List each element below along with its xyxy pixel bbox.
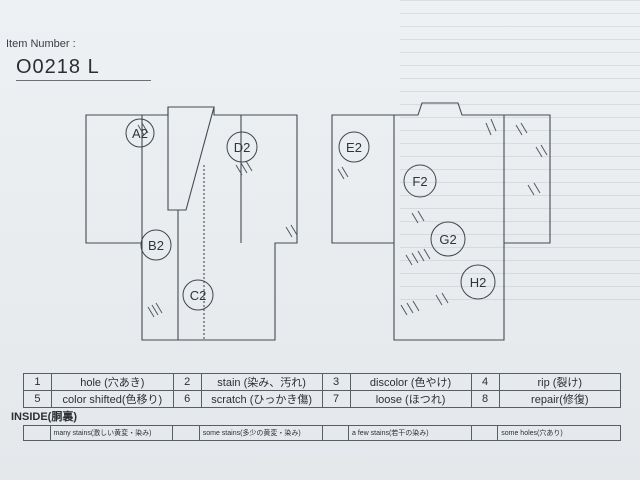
background-bleedthrough <box>400 0 640 300</box>
legend-num: 2 <box>172 373 202 391</box>
legend-num: 8 <box>470 390 500 408</box>
marker-circle-f2 <box>403 164 437 198</box>
legend-text: scratch (ひっかき傷) <box>200 390 323 408</box>
marker-h2: H2 <box>470 275 487 290</box>
item-number-value: O0218 L <box>16 56 151 81</box>
marker-b2: B2 <box>148 238 164 253</box>
legend-num: 7 <box>321 390 351 408</box>
legend-row-2: 5 color shifted(色移り) 6 scratch (ひっかき傷) 7… <box>23 390 622 408</box>
marker-a2: A2 <box>132 126 148 141</box>
marker-circle-e2 <box>338 131 370 163</box>
inside-check <box>470 425 499 441</box>
kimono-diagram: A2 B2 C2 D2 E2 F2 G2 H2 <box>76 95 566 350</box>
legend-text: repair(修復) <box>498 390 622 408</box>
defect-legend-table: 1 hole (穴あき) 2 stain (染み、汚れ) 3 discolor … <box>23 373 622 408</box>
legend-num: 6 <box>172 390 202 408</box>
marker-circle-c2 <box>182 279 214 311</box>
marker-circle-h2 <box>460 264 496 300</box>
marker-circle-b2 <box>140 229 172 261</box>
inside-table: many stains(激しい黄変・染み) some stains(多少の黄変・… <box>23 425 621 441</box>
legend-text: stain (染み、汚れ) <box>200 373 323 391</box>
marker-e2: E2 <box>346 140 362 155</box>
front-outline <box>85 106 298 341</box>
kimono-diagram-svg: A2 B2 C2 D2 E2 F2 G2 H2 <box>85 102 551 341</box>
legend-num: 4 <box>470 373 500 391</box>
marker-circle-a2 <box>125 118 155 148</box>
marker-d2: D2 <box>234 140 251 155</box>
legend-row-1: 1 hole (穴あき) 2 stain (染み、汚れ) 3 discolor … <box>23 373 622 391</box>
marker-circle-d2 <box>226 131 258 163</box>
marker-f2: F2 <box>412 174 427 189</box>
front-collar <box>167 106 215 211</box>
back-outline <box>331 102 551 341</box>
legend-text: color shifted(色移り) <box>50 390 174 408</box>
inside-check <box>23 425 51 441</box>
legend-text: loose (ほつれ) <box>349 390 472 408</box>
item-number-label: Item Number : <box>6 38 76 50</box>
legend-text: discolor (色やけ) <box>349 373 472 391</box>
marker-g2: G2 <box>439 232 456 247</box>
marker-circle-g2 <box>430 221 466 257</box>
legend-text: hole (穴あき) <box>50 373 174 391</box>
stain-hatches <box>137 118 548 318</box>
inside-cell: some holes(穴あり) <box>497 425 621 441</box>
legend-num: 5 <box>23 390 52 408</box>
marker-c2: C2 <box>190 288 207 303</box>
inside-cell: some stains(多少の黄変・染み) <box>198 425 323 441</box>
legend-num: 1 <box>23 373 52 391</box>
legend-num: 3 <box>321 373 351 391</box>
inside-title: INSIDE(胴裏) <box>11 411 77 423</box>
inside-check <box>172 425 200 441</box>
inside-row: many stains(激しい黄変・染み) some stains(多少の黄変・… <box>23 425 621 441</box>
inside-cell: a few stains(若干の染み) <box>348 425 472 441</box>
inside-check <box>321 425 349 441</box>
legend-text: rip (裂け) <box>498 373 622 391</box>
inside-cell: many stains(激しい黄変・染み) <box>49 425 174 441</box>
